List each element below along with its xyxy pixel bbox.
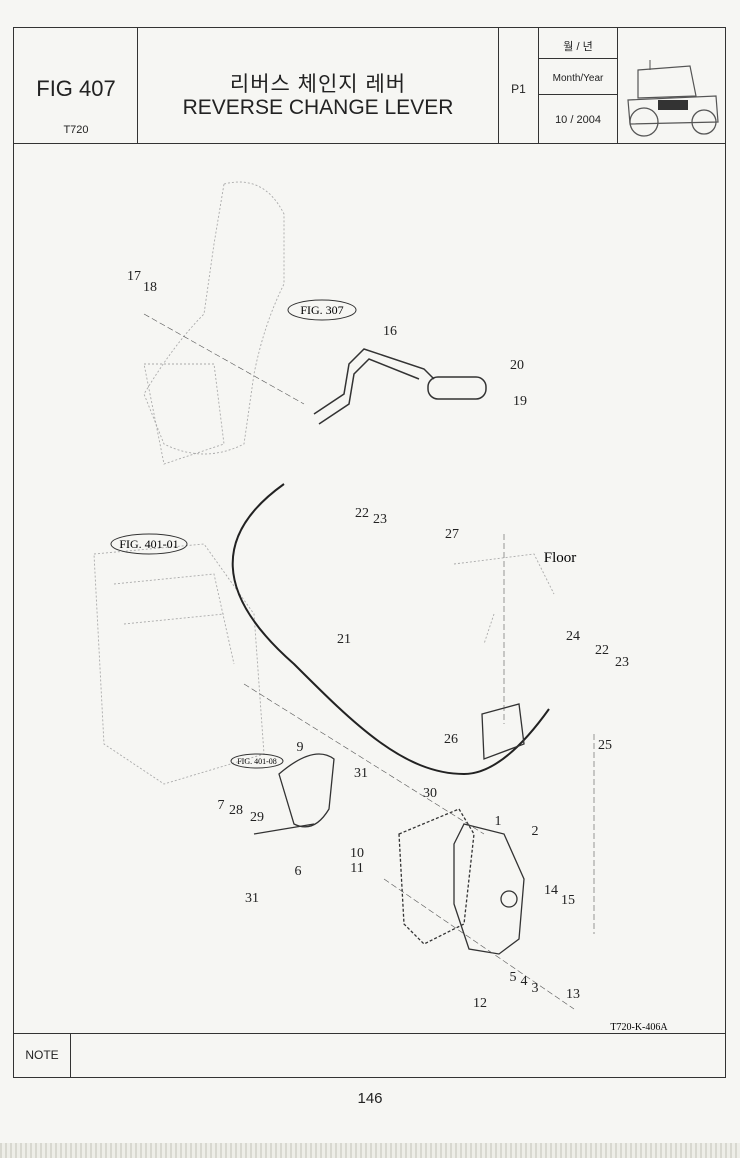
- title-english: REVERSE CHANGE LEVER: [182, 96, 454, 119]
- part-12: 12: [473, 996, 487, 1011]
- fork-9: [253, 753, 335, 835]
- month-year-korean: 월 / 년: [563, 41, 593, 53]
- part-7: 7: [218, 798, 225, 813]
- cable-21: [231, 483, 550, 776]
- part-22a: 22: [355, 506, 369, 521]
- part-15: 15: [561, 893, 575, 908]
- part-10: 10: [350, 846, 364, 861]
- part-1: 1: [495, 814, 502, 829]
- month-year-value: 10 / 2004: [555, 114, 601, 126]
- exploded-diagram: FIG. 307 FIG. 401-01 FIG. 401-08 Floor T…: [93, 181, 668, 1033]
- floor-label: Floor: [544, 550, 577, 566]
- fig-cell: FIG 407 T720: [14, 28, 138, 143]
- part-21: 21: [337, 632, 351, 647]
- ref-fig-401-08: FIG. 401-08: [237, 757, 277, 766]
- part-31b: 31: [245, 891, 259, 906]
- page-code-cell: P1: [499, 28, 539, 143]
- page-code: P1: [511, 82, 526, 96]
- part-31a: 31: [354, 766, 368, 781]
- part-19: 19: [513, 394, 527, 409]
- part-17: 17: [127, 269, 141, 284]
- month-year-label: Month/Year: [552, 73, 604, 84]
- ref-labels: FIG. 307 FIG. 401-01 FIG. 401-08: [110, 299, 357, 769]
- part-13: 13: [566, 987, 580, 1002]
- title-korean: 리버스 체인지 레버: [229, 73, 407, 96]
- page-frame: FIG 407 T720 리버스 체인지 레버 REVERSE CHANGE L…: [13, 27, 726, 1078]
- leader-lines: [143, 313, 595, 1010]
- part-22b: 22: [595, 643, 609, 658]
- model-code: T720: [63, 124, 89, 136]
- header: FIG 407 T720 리버스 체인지 레버 REVERSE CHANGE L…: [14, 28, 725, 144]
- scan-strip: [0, 1143, 740, 1158]
- part-18: 18: [143, 280, 157, 295]
- note-label: NOTE: [14, 1034, 71, 1077]
- part-16: 16: [383, 324, 397, 339]
- part-9: 9: [297, 740, 304, 755]
- part-4: 4: [521, 974, 528, 989]
- ref-fig-401-01: FIG. 401-01: [119, 537, 178, 551]
- part-20: 20: [510, 358, 524, 373]
- bracket-26: [481, 703, 525, 760]
- part-30: 30: [423, 786, 437, 801]
- ref-fig-307: FIG. 307: [300, 303, 343, 317]
- part-27: 27: [445, 527, 459, 542]
- tractor-icon: [627, 60, 719, 137]
- part-3: 3: [532, 981, 539, 996]
- page-number: 146: [357, 1090, 383, 1107]
- part-29: 29: [250, 810, 264, 825]
- part-5: 5: [510, 970, 517, 985]
- lever-16: [313, 348, 487, 425]
- fig-number: FIG 407: [36, 76, 116, 101]
- note-row: NOTE: [14, 1033, 725, 1077]
- title-cell: 리버스 체인지 레버 REVERSE CHANGE LEVER: [138, 28, 499, 143]
- part-23b: 23: [615, 655, 629, 670]
- part-23a: 23: [373, 512, 387, 527]
- part-11: 11: [350, 861, 363, 876]
- cover-1: [398, 808, 525, 955]
- part-25: 25: [598, 738, 612, 753]
- part-numbers: 1 2 3 4 5 6 7 9 10 11 12 13 14 15 16 17 …: [127, 269, 629, 1011]
- part-26: 26: [444, 732, 458, 747]
- drawing-code: T720-K-406A: [610, 1022, 668, 1033]
- part-6: 6: [295, 864, 302, 879]
- part-2: 2: [532, 824, 539, 839]
- part-14: 14: [544, 883, 558, 898]
- part-28: 28: [229, 803, 243, 818]
- part-24: 24: [566, 629, 580, 644]
- month-year-cell: 월 / 년 Month/Year 10 / 2004: [539, 28, 618, 143]
